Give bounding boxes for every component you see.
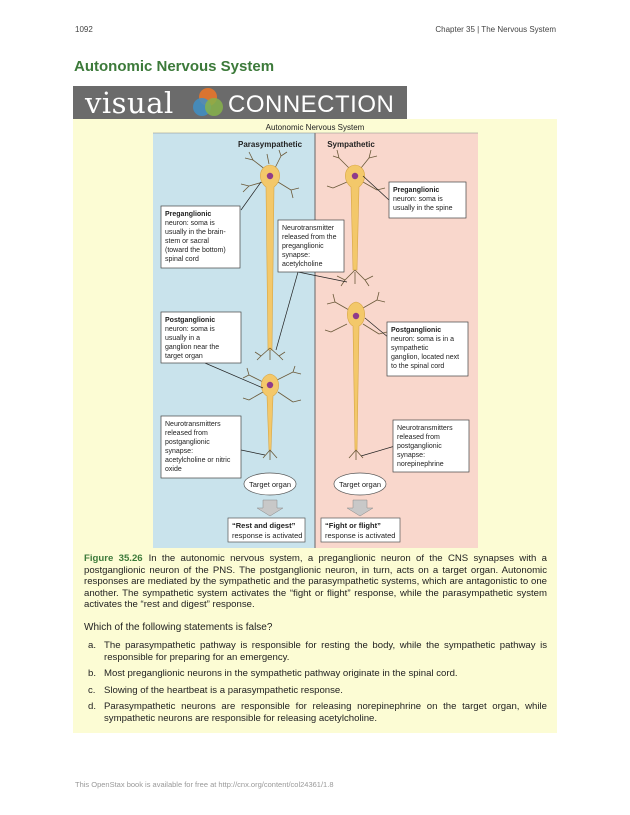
label-line: usually in the spine xyxy=(393,205,453,212)
svg-text:“Fight or flight” respon: “Fight or flight” response is activated xyxy=(325,521,395,540)
answer-choices: a. The parasympathetic pathway is respons… xyxy=(84,640,547,730)
choice-c: c. Slowing of the heartbeat is a parasymp… xyxy=(84,685,547,697)
label-para-preganglionic: Preganglionic neuron: soma is usually in… xyxy=(160,205,241,269)
response-line: response is activated xyxy=(232,531,302,540)
label-line: sympathetic xyxy=(391,345,429,352)
response-line: response is activated xyxy=(325,531,395,540)
label-line: usually in a xyxy=(165,335,200,342)
svg-text:Postganglionic neuron: s: Postganglionic neuron: soma is in a symp… xyxy=(391,327,461,370)
response-line: “Fight or flight” xyxy=(325,521,381,530)
symp-target-organ-label: Target organ xyxy=(339,480,381,489)
label-line: released from the xyxy=(282,234,337,241)
label-line: Preganglionic xyxy=(393,187,439,194)
venn-logo-icon xyxy=(193,88,223,116)
label-line: norepinephrine xyxy=(397,461,444,468)
label-line: acetylcholine xyxy=(282,261,323,268)
label-line: Neurotransmitters xyxy=(397,425,453,432)
label-neurotransmitter-pre: Neurotransmitter released from the prega… xyxy=(277,219,345,273)
svg-text:Neurotransmitters releas: Neurotransmitters released from postgang… xyxy=(165,421,232,473)
label-line: neuron: soma is xyxy=(393,196,443,203)
visual-connection-banner: visual CONNECTION xyxy=(73,86,407,119)
label-line: spinal cord xyxy=(165,256,199,263)
label-line: Postganglionic xyxy=(391,327,441,334)
footer-note: This OpenStax book is available for free… xyxy=(75,780,334,789)
page-number: 1092 xyxy=(75,25,93,34)
label-para-neurotransmitter-post: Neurotransmitters released from postgang… xyxy=(160,415,242,479)
label-line: synapse: xyxy=(397,452,425,459)
label-line: stem or sacral xyxy=(165,238,209,245)
label-line: Preganglionic xyxy=(165,211,211,218)
question-text: Which of the following statements is fal… xyxy=(84,622,273,633)
choice-letter: b. xyxy=(88,668,97,680)
svg-text:Neurotransmitter release: Neurotransmitter released from the prega… xyxy=(282,225,338,268)
symp-postganglionic-neuron xyxy=(324,291,388,460)
choice-text: Slowing of the heartbeat is a parasympat… xyxy=(104,684,343,696)
label-line: released from xyxy=(397,434,440,441)
chapter-header: Chapter 35 | The Nervous System xyxy=(435,25,556,34)
choice-d: d. Parasympathetic neurons are responsibl… xyxy=(84,701,547,724)
label-line: preganglionic xyxy=(282,243,324,250)
para-postganglionic-neuron xyxy=(242,365,302,460)
label-line: oxide xyxy=(165,466,182,473)
choice-b: b. Most preganglionic neurons in the symp… xyxy=(84,668,547,680)
section-title: Autonomic Nervous System xyxy=(74,58,275,75)
figure-title: Autonomic Nervous System xyxy=(266,123,365,132)
caption-text: In the autonomic nervous system, a prega… xyxy=(84,553,547,611)
label-line: usually in the brain- xyxy=(165,229,226,236)
label-line: synapse: xyxy=(282,252,310,259)
label-line: ganglion near the xyxy=(165,344,219,351)
svg-text:Preganglionic neuron: so: Preganglionic neuron: soma is usually in… xyxy=(393,187,453,212)
label-line: Neurotransmitter xyxy=(282,225,335,232)
label-symp-postganglionic: Postganglionic neuron: soma is in a symp… xyxy=(386,321,469,377)
label-line: Neurotransmitters xyxy=(165,421,221,428)
svg-text:“Rest and digest” respon: “Rest and digest” response is activated xyxy=(232,521,302,540)
symp-preganglionic-neuron xyxy=(326,149,386,287)
para-response-box: “Rest and digest” response is activated xyxy=(227,517,306,543)
ans-diagram: Autonomic Nervous System Parasympathetic… xyxy=(153,123,478,548)
column-heading-parasympathetic: Parasympathetic xyxy=(238,140,303,149)
choice-letter: c. xyxy=(88,684,96,696)
label-line: neuron: soma is in a xyxy=(391,336,454,343)
column-heading-sympathetic: Sympathetic xyxy=(327,140,375,149)
label-line: synapse: xyxy=(165,448,193,455)
symp-target-organ: Target organ xyxy=(333,472,387,496)
label-line: neuron: soma is xyxy=(165,220,215,227)
choice-text: The parasympathetic pathway is responsib… xyxy=(104,640,547,663)
label-line: postganglionic xyxy=(165,439,210,446)
symp-arrow-icon xyxy=(346,499,374,517)
label-line: target organ xyxy=(165,353,203,360)
para-target-organ-label: Target organ xyxy=(249,480,291,489)
para-target-organ: Target organ xyxy=(243,472,297,496)
svg-text:Preganglionic neuron: so: Preganglionic neuron: soma is usually in… xyxy=(165,211,228,263)
label-line: (toward the bottom) xyxy=(165,247,226,254)
label-line: released from xyxy=(165,430,208,437)
figure-label: Figure 35.26 xyxy=(84,553,143,564)
label-symp-neurotransmitter-post: Neurotransmitters released from postgang… xyxy=(392,419,470,473)
symp-response-box: “Fight or flight” response is activated xyxy=(320,517,401,543)
label-line: acetylcholine or nitric xyxy=(165,457,231,464)
choice-letter: a. xyxy=(88,640,97,651)
label-line: postganglionic xyxy=(397,443,442,450)
label-line: ganglion, located next xyxy=(391,354,459,361)
label-para-postganglionic: Postganglionic neuron: soma is usually i… xyxy=(160,311,242,364)
banner-word-connection: CONNECTION xyxy=(228,91,395,118)
response-line: “Rest and digest” xyxy=(232,521,296,530)
label-symp-preganglionic: Preganglionic neuron: soma is usually in… xyxy=(388,181,467,219)
label-line: Postganglionic xyxy=(165,317,215,324)
svg-text:Postganglionic neuron: s: Postganglionic neuron: soma is usually i… xyxy=(165,317,221,360)
choice-text: Parasympathetic neurons are responsible … xyxy=(104,701,547,724)
label-line: neuron: soma is xyxy=(165,326,215,333)
svg-text:Neurotransmitters releas: Neurotransmitters released from postgang… xyxy=(397,425,455,468)
label-line: to the spinal cord xyxy=(391,363,444,370)
choice-letter: d. xyxy=(88,701,97,713)
banner-word-visual: visual xyxy=(85,86,174,119)
para-preganglionic-neuron xyxy=(240,149,300,361)
choice-text: Most preganglionic neurons in the sympat… xyxy=(104,668,458,680)
para-arrow-icon xyxy=(256,499,284,517)
choice-a: a. The parasympathetic pathway is respons… xyxy=(84,640,547,663)
